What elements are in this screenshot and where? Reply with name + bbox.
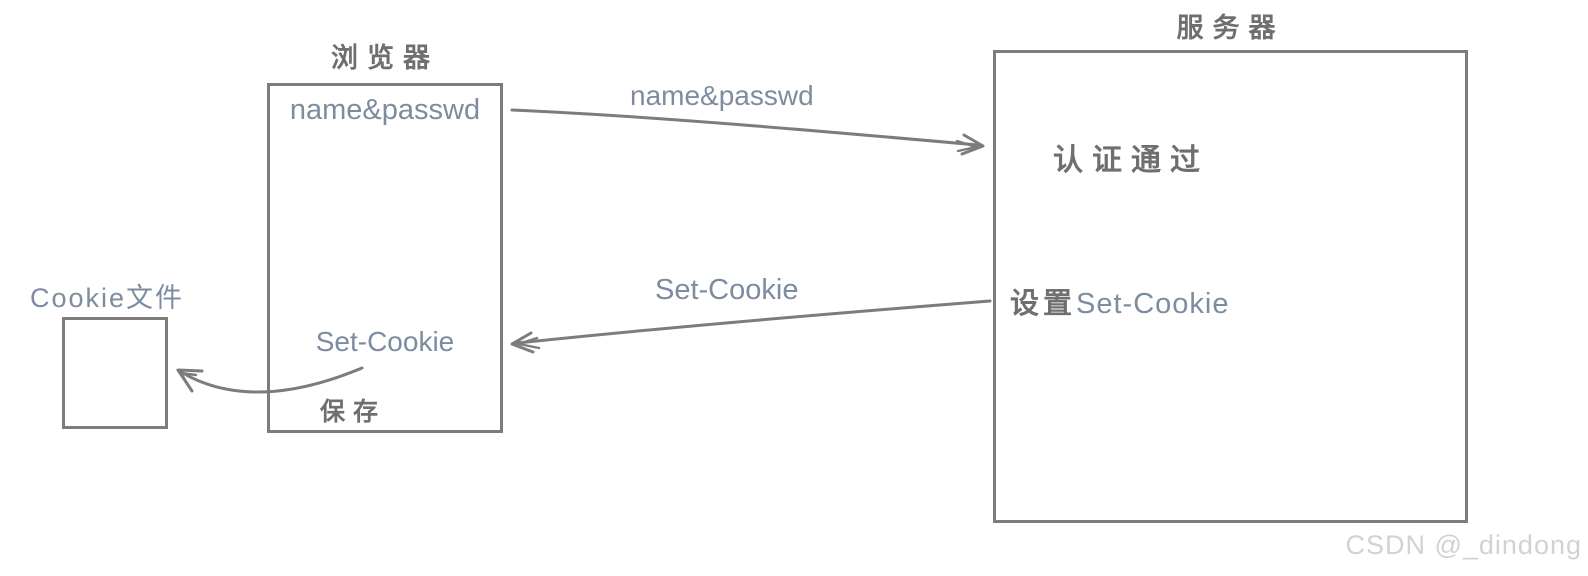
browser-credentials-label: name&passwd bbox=[289, 94, 481, 126]
save-label: 保存 bbox=[320, 399, 387, 426]
browser-set-cookie-label: Set-Cookie bbox=[315, 326, 455, 357]
browser-box bbox=[267, 83, 503, 433]
response-arrow-label: Set-Cookie bbox=[655, 274, 799, 306]
server-title: 服务器 bbox=[1176, 13, 1285, 43]
response-arrow bbox=[510, 299, 992, 354]
server-set-cookie-text: Set-Cookie bbox=[1076, 288, 1230, 320]
request-arrow-label: name&passwd bbox=[630, 80, 814, 111]
server-box bbox=[993, 50, 1468, 523]
cookie-file-title-text: Cookie文件 bbox=[30, 283, 185, 313]
auth-passed-label: 认证通过 bbox=[1053, 144, 1209, 177]
server-set-cookie-label: 设置Set-Cookie bbox=[1010, 280, 1229, 322]
server-set-cookie-prefix: 设置 bbox=[1010, 288, 1077, 320]
browser-title: 浏览器 bbox=[331, 43, 439, 73]
watermark: CSDN @_dindong bbox=[1345, 530, 1582, 560]
cookie-file-box bbox=[62, 317, 168, 429]
cookie-file-title: Cookie文件 bbox=[30, 276, 184, 315]
request-arrow bbox=[510, 108, 985, 156]
